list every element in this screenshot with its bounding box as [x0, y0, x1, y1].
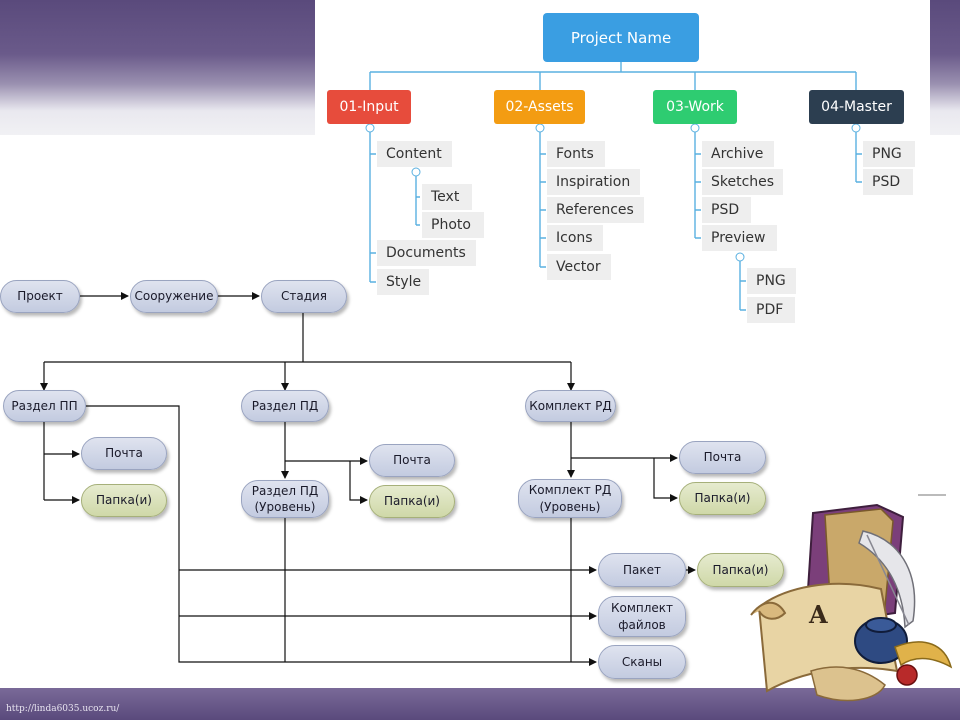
flow-node-paket: Пакет [598, 553, 686, 587]
leaf-icons: Icons [547, 225, 603, 251]
leaf-sketches: Sketches [702, 169, 783, 195]
flow-node-komplekt-rd: Комплект РД [525, 390, 616, 422]
flow-node-proekt: Проект [0, 280, 80, 313]
leaf-master-png: PNG [863, 141, 915, 167]
leaf-preview: Preview [702, 225, 777, 251]
leaf-psd: PSD [702, 197, 751, 223]
leaf-fonts: Fonts [547, 141, 605, 167]
flow-node-razdel-pd: Раздел ПД [241, 390, 329, 422]
book-quill-clipart: A [750, 503, 953, 702]
flow-node-pochta-rd: Почта [679, 441, 766, 474]
leaf-style: Style [377, 269, 429, 295]
decorative-line [918, 494, 946, 496]
leaf-archive: Archive [702, 141, 774, 167]
komplekt-failov-line1: Комплект [610, 601, 674, 616]
flow-node-sooruzhenie: Сооружение [130, 280, 218, 313]
razdel-pd-uroven-line1: Раздел ПД [251, 483, 319, 498]
flow-node-komplekt-failov: Комплект файлов [598, 596, 686, 637]
branch-input: 01-Input [327, 90, 411, 124]
flow-node-komplekt-rd-uroven: Комплект РД (Уровень) [518, 479, 622, 518]
leaf-text: Text [422, 184, 472, 210]
flow-node-papka-pp: Папка(и) [81, 484, 167, 517]
flow-node-papka-rd: Папка(и) [679, 482, 766, 515]
flow-node-pochta-pd: Почта [369, 444, 455, 477]
branch-assets: 02-Assets [494, 90, 585, 124]
flow-node-pochta-pp: Почта [81, 437, 167, 470]
leaf-content: Content [377, 141, 452, 167]
flow-node-razdel-pp: Раздел ПП [3, 390, 86, 422]
flow-node-stadiya: Стадия [261, 280, 347, 313]
svg-text:A: A [808, 600, 828, 629]
footer-strip [0, 688, 960, 720]
leaf-references: References [547, 197, 644, 223]
flow-node-papka-paket: Папка(и) [697, 553, 784, 587]
branch-work: 03-Work [653, 90, 737, 124]
razdel-pd-uroven-line2: (Уровень) [254, 500, 316, 514]
flowchart-lines [40, 292, 696, 666]
leaf-pdf: PDF [747, 297, 795, 323]
footer-url: http://linda6035.ucoz.ru/ [6, 704, 120, 714]
leaf-vector: Vector [547, 254, 611, 280]
leaf-master-psd: PSD [863, 169, 913, 195]
komplekt-rd-uroven-line2: (Уровень) [539, 499, 601, 514]
leaf-photo: Photo [422, 212, 484, 238]
flow-node-skany: Сканы [598, 645, 686, 679]
flow-node-razdel-pd-uroven: Раздел ПД (Уровень) [241, 480, 329, 518]
flow-node-papka-pd: Папка(и) [369, 485, 455, 518]
komplekt-rd-uroven-line1: Комплект РД [528, 483, 612, 498]
leaf-png: PNG [747, 268, 796, 294]
collapse-dots [365, 123, 861, 262]
leaf-inspiration: Inspiration [547, 169, 640, 195]
leaf-documents: Documents [377, 240, 476, 266]
mindmap-lines [369, 62, 862, 311]
branch-master: 04-Master [809, 90, 904, 124]
mindmap-root-node: Project Name [543, 13, 699, 62]
komplekt-failov-line2: файлов [618, 617, 666, 632]
